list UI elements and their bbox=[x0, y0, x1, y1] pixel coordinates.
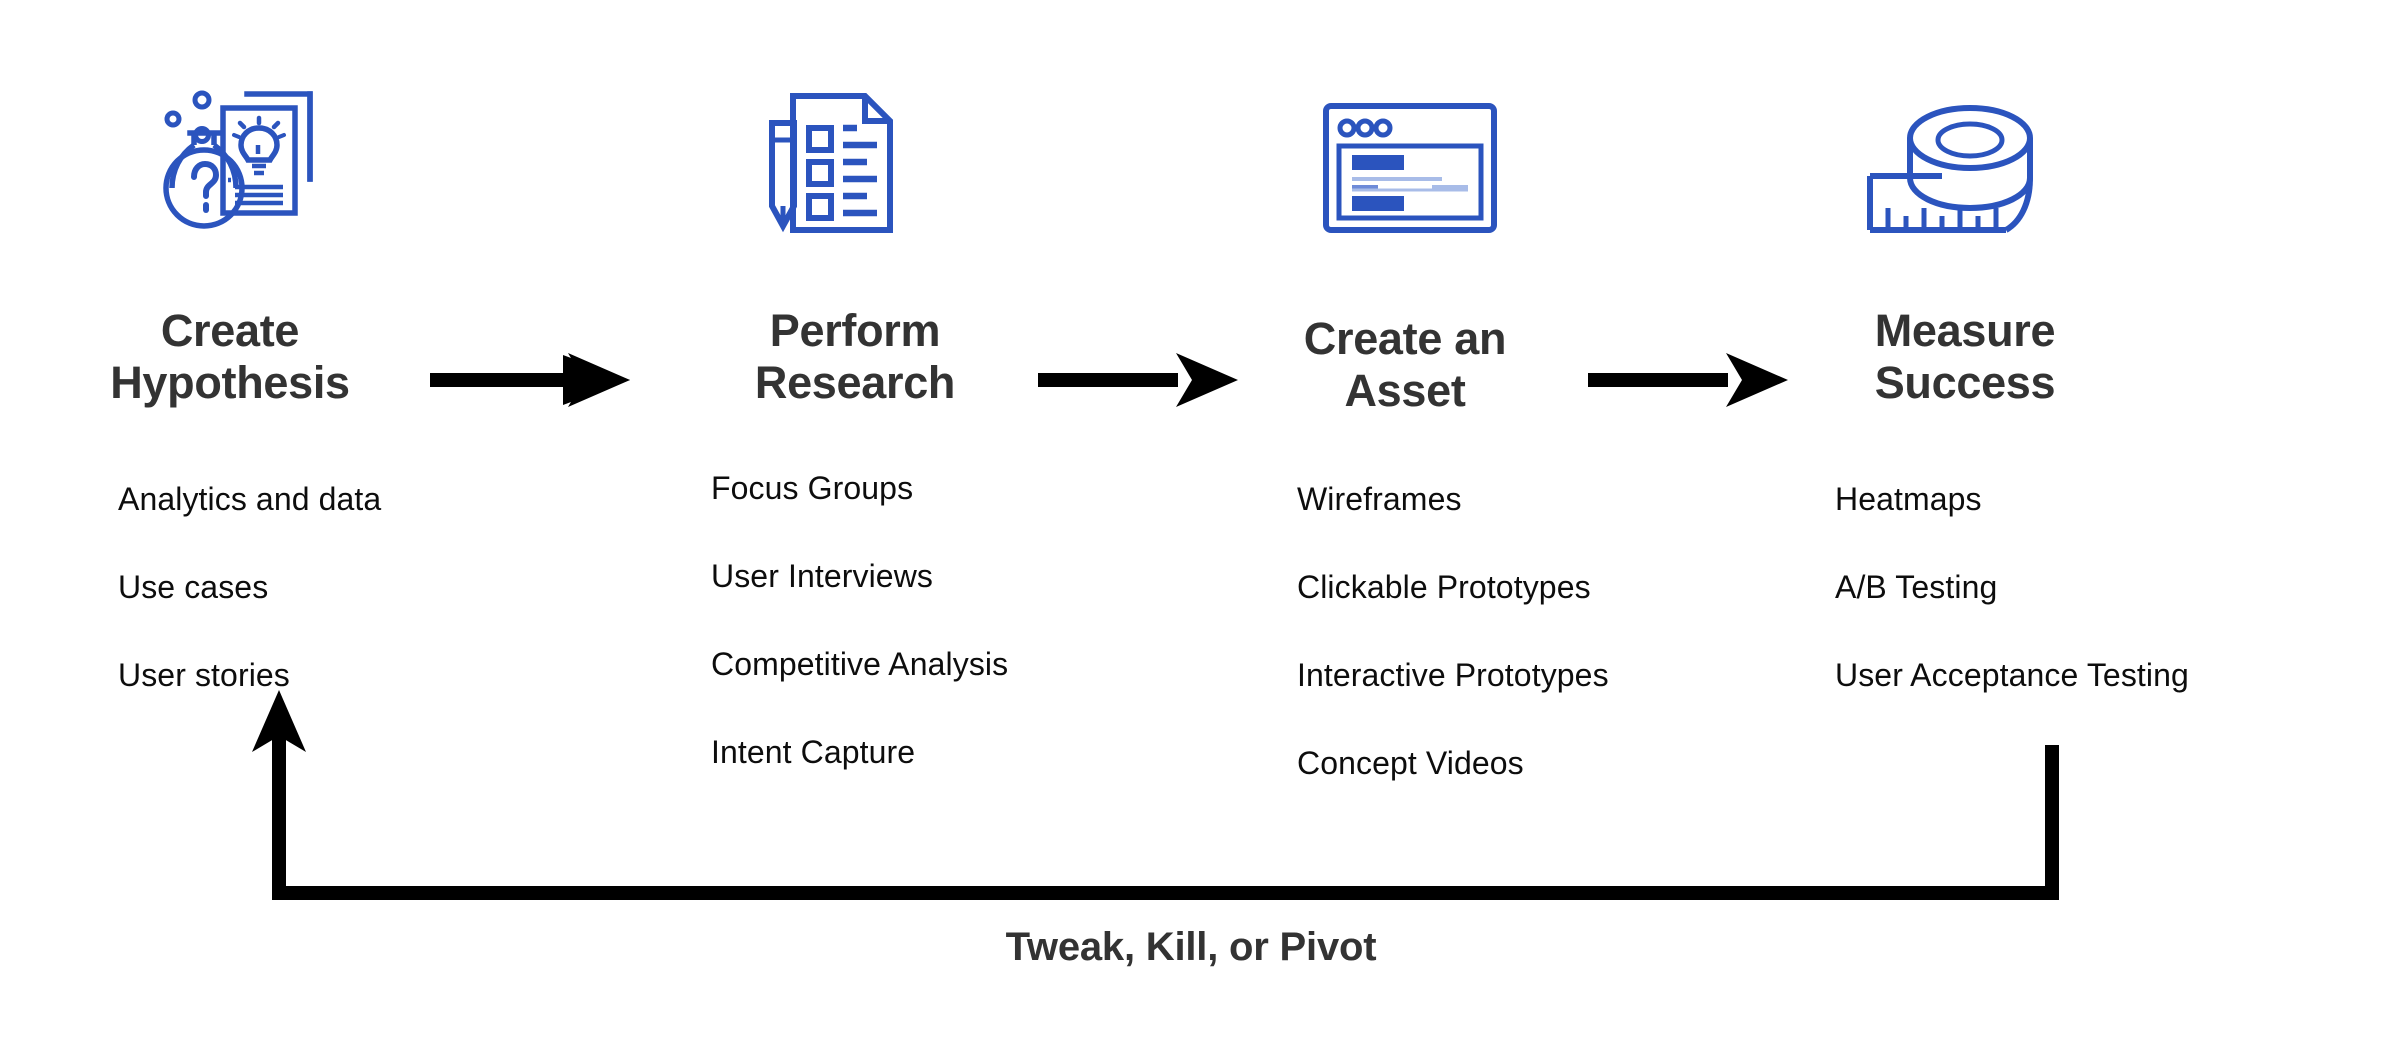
flask-question-document-lightbulb-icon bbox=[140, 88, 330, 238]
list-item: Heatmaps bbox=[1835, 481, 1982, 517]
list-item: User stories bbox=[118, 657, 290, 693]
arrow-perform-research-to-create-an-asset bbox=[1038, 345, 1238, 420]
checklist-document-pencil-icon bbox=[760, 88, 910, 238]
stage-title: Measure Success bbox=[1874, 305, 2056, 409]
stage-title: Perform Research bbox=[754, 305, 956, 409]
list-item: User Interviews bbox=[711, 558, 933, 594]
stage-item-list: Wireframes Clickable Prototypes Interact… bbox=[1297, 483, 1609, 835]
stage-measure-success: Measure Success Heatmaps A/B Testing Use… bbox=[1760, 0, 2380, 1052]
list-item: Clickable Prototypes bbox=[1297, 569, 1591, 605]
stage-perform-research: Perform Research Focus Groups User Inter… bbox=[640, 0, 1200, 1052]
feedback-loop-caption: Tweak, Kill, or Pivot bbox=[1005, 925, 1377, 969]
stage-create-an-asset: Create an Asset Wireframes Clickable Pro… bbox=[1200, 0, 1760, 1052]
stage-title: Create an Asset bbox=[1303, 313, 1507, 417]
stage-item-list: Focus Groups User Interviews Competitive… bbox=[711, 472, 1008, 824]
stage-create-hypothesis: Create Hypothesis Analytics and data Use… bbox=[0, 0, 560, 1052]
list-item: Use cases bbox=[118, 569, 269, 605]
feedback-loop-arrow bbox=[240, 690, 2070, 920]
list-item: User Acceptance Testing bbox=[1835, 657, 2189, 693]
list-item: Concept Videos bbox=[1297, 745, 1524, 781]
list-item: Interactive Prototypes bbox=[1297, 657, 1609, 693]
list-item: Competitive Analysis bbox=[711, 646, 1009, 682]
stage-title: Create Hypothesis bbox=[110, 305, 350, 409]
stage-item-list: Analytics and data Use cases User storie… bbox=[118, 483, 381, 747]
arrow-create-hypothesis-to-perform-research bbox=[430, 345, 630, 420]
list-item: Analytics and data bbox=[118, 481, 382, 517]
browser-wireframe-window-icon bbox=[1320, 88, 1500, 238]
list-item: A/B Testing bbox=[1835, 569, 1998, 605]
arrow-create-an-asset-to-measure-success bbox=[1588, 345, 1788, 420]
stage-item-list: Heatmaps A/B Testing User Acceptance Tes… bbox=[1835, 483, 2189, 747]
measuring-tape-roll-icon bbox=[1860, 88, 2040, 238]
list-item: Focus Groups bbox=[711, 470, 914, 506]
list-item: Intent Capture bbox=[711, 734, 916, 770]
list-item: Wireframes bbox=[1297, 481, 1462, 517]
